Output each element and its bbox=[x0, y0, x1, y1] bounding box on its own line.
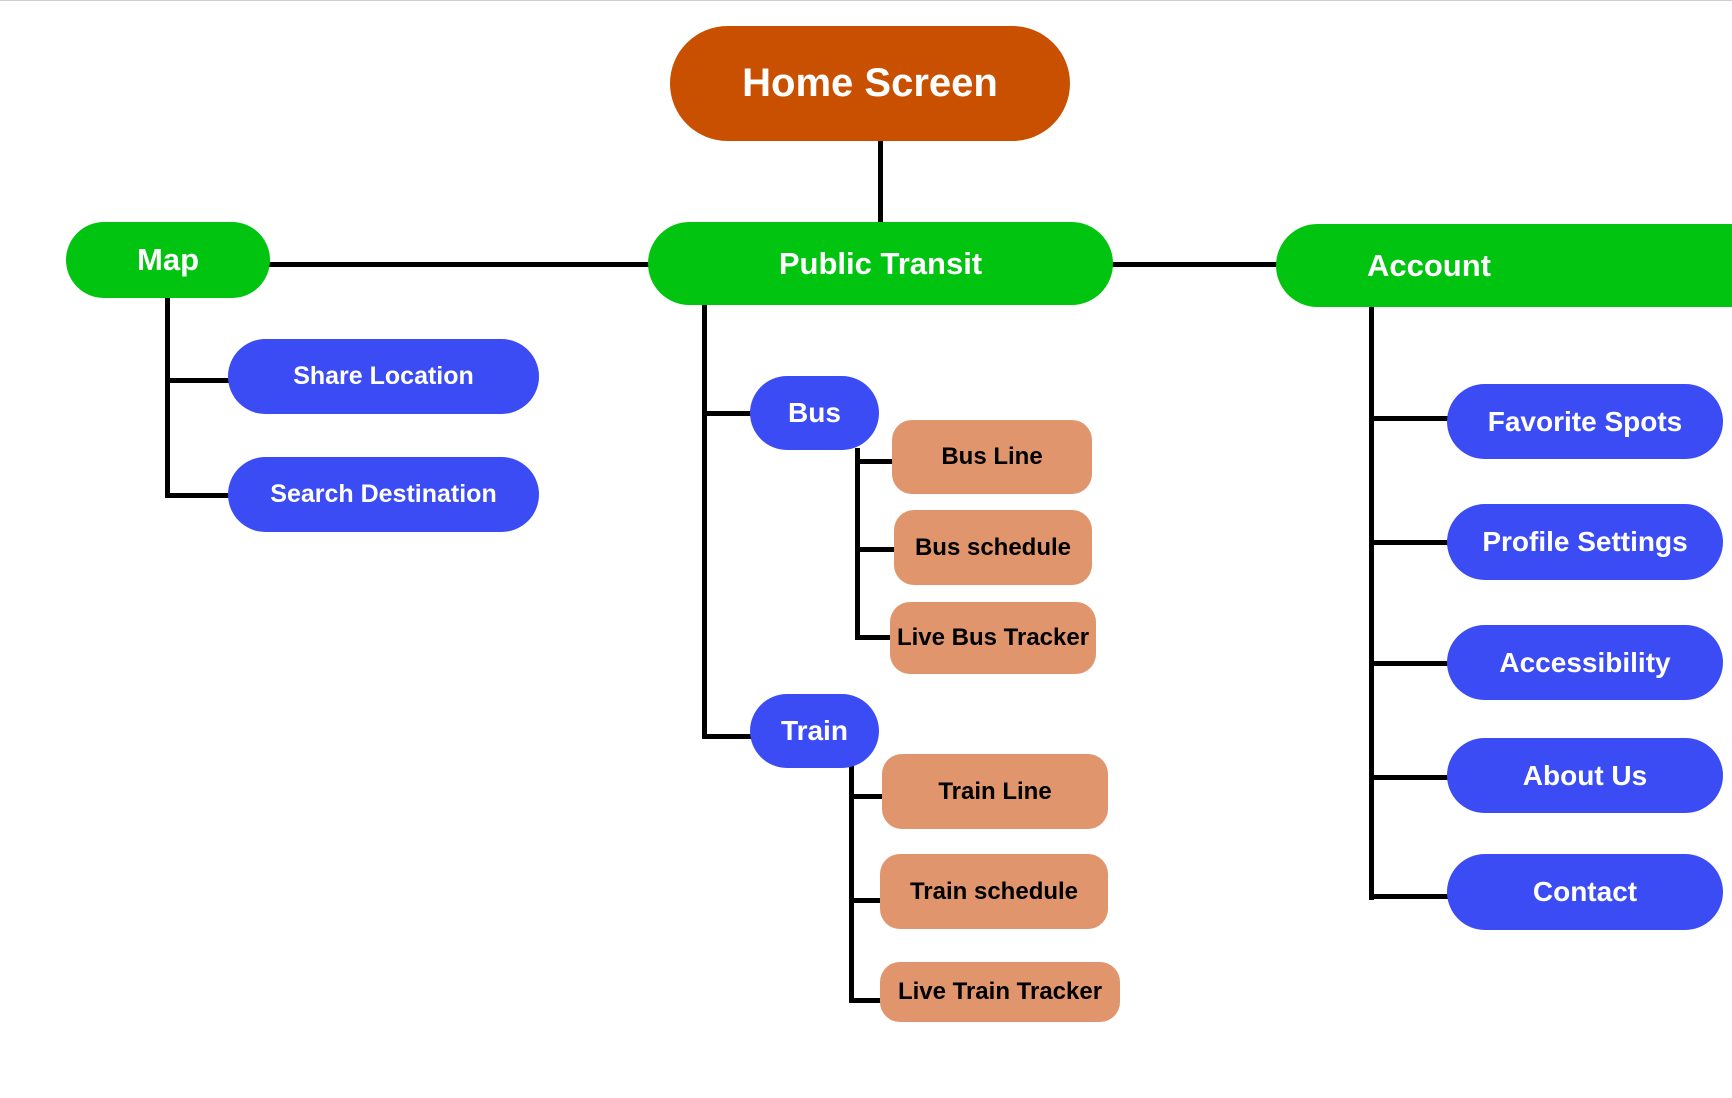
account-node: Account bbox=[1276, 224, 1732, 307]
map-node: Map bbox=[66, 222, 270, 298]
search-destination-node: Search Destination bbox=[228, 457, 539, 532]
favorite-spots-node: Favorite Spots bbox=[1447, 384, 1723, 459]
connector-bus-trunk bbox=[855, 448, 860, 640]
connector-train-line bbox=[849, 794, 885, 799]
connector-bus-line bbox=[855, 459, 895, 464]
bus-line-node: Bus Line bbox=[892, 420, 1092, 494]
connector-home-transit bbox=[878, 140, 883, 224]
live-bus-tracker-node: Live Bus Tracker bbox=[890, 602, 1096, 674]
about-us-node: About Us bbox=[1447, 738, 1723, 813]
train-schedule-node: Train schedule bbox=[880, 854, 1108, 929]
train-line-node: Train Line bbox=[882, 754, 1108, 829]
connector-accessibility bbox=[1369, 661, 1449, 666]
train-node: Train bbox=[750, 694, 879, 768]
contact-node: Contact bbox=[1447, 854, 1723, 930]
profile-settings-node: Profile Settings bbox=[1447, 504, 1723, 580]
top-border bbox=[0, 0, 1732, 1]
accessibility-node: Accessibility bbox=[1447, 625, 1723, 700]
connector-transit-account bbox=[1110, 262, 1280, 267]
live-train-tracker-node: Live Train Tracker bbox=[880, 962, 1120, 1022]
connector-about-us bbox=[1369, 775, 1449, 780]
connector-map-search-destination bbox=[165, 493, 230, 498]
connector-favorite-spots bbox=[1369, 416, 1449, 421]
connector-transit-train bbox=[702, 734, 752, 739]
bus-node: Bus bbox=[750, 376, 879, 450]
share-location-node: Share Location bbox=[228, 339, 539, 414]
connector-profile-settings bbox=[1369, 540, 1449, 545]
connector-map-share-location bbox=[165, 378, 230, 383]
connector-map-trunk bbox=[165, 296, 170, 498]
connector-map-transit bbox=[268, 262, 650, 267]
bus-schedule-node: Bus schedule bbox=[894, 510, 1092, 585]
connector-live-bus-tracker bbox=[855, 635, 893, 640]
connector-contact bbox=[1369, 894, 1449, 899]
connector-account-trunk bbox=[1369, 304, 1374, 900]
connector-train-schedule bbox=[849, 898, 885, 903]
connector-train-trunk bbox=[849, 765, 854, 1003]
connector-transit-bus bbox=[702, 411, 752, 416]
connector-bus-schedule bbox=[855, 547, 895, 552]
connector-transit-trunk bbox=[702, 304, 707, 739]
home-screen-node: Home Screen bbox=[670, 26, 1070, 141]
connector-live-train-tracker bbox=[849, 998, 885, 1003]
public-transit-node: Public Transit bbox=[648, 222, 1113, 305]
